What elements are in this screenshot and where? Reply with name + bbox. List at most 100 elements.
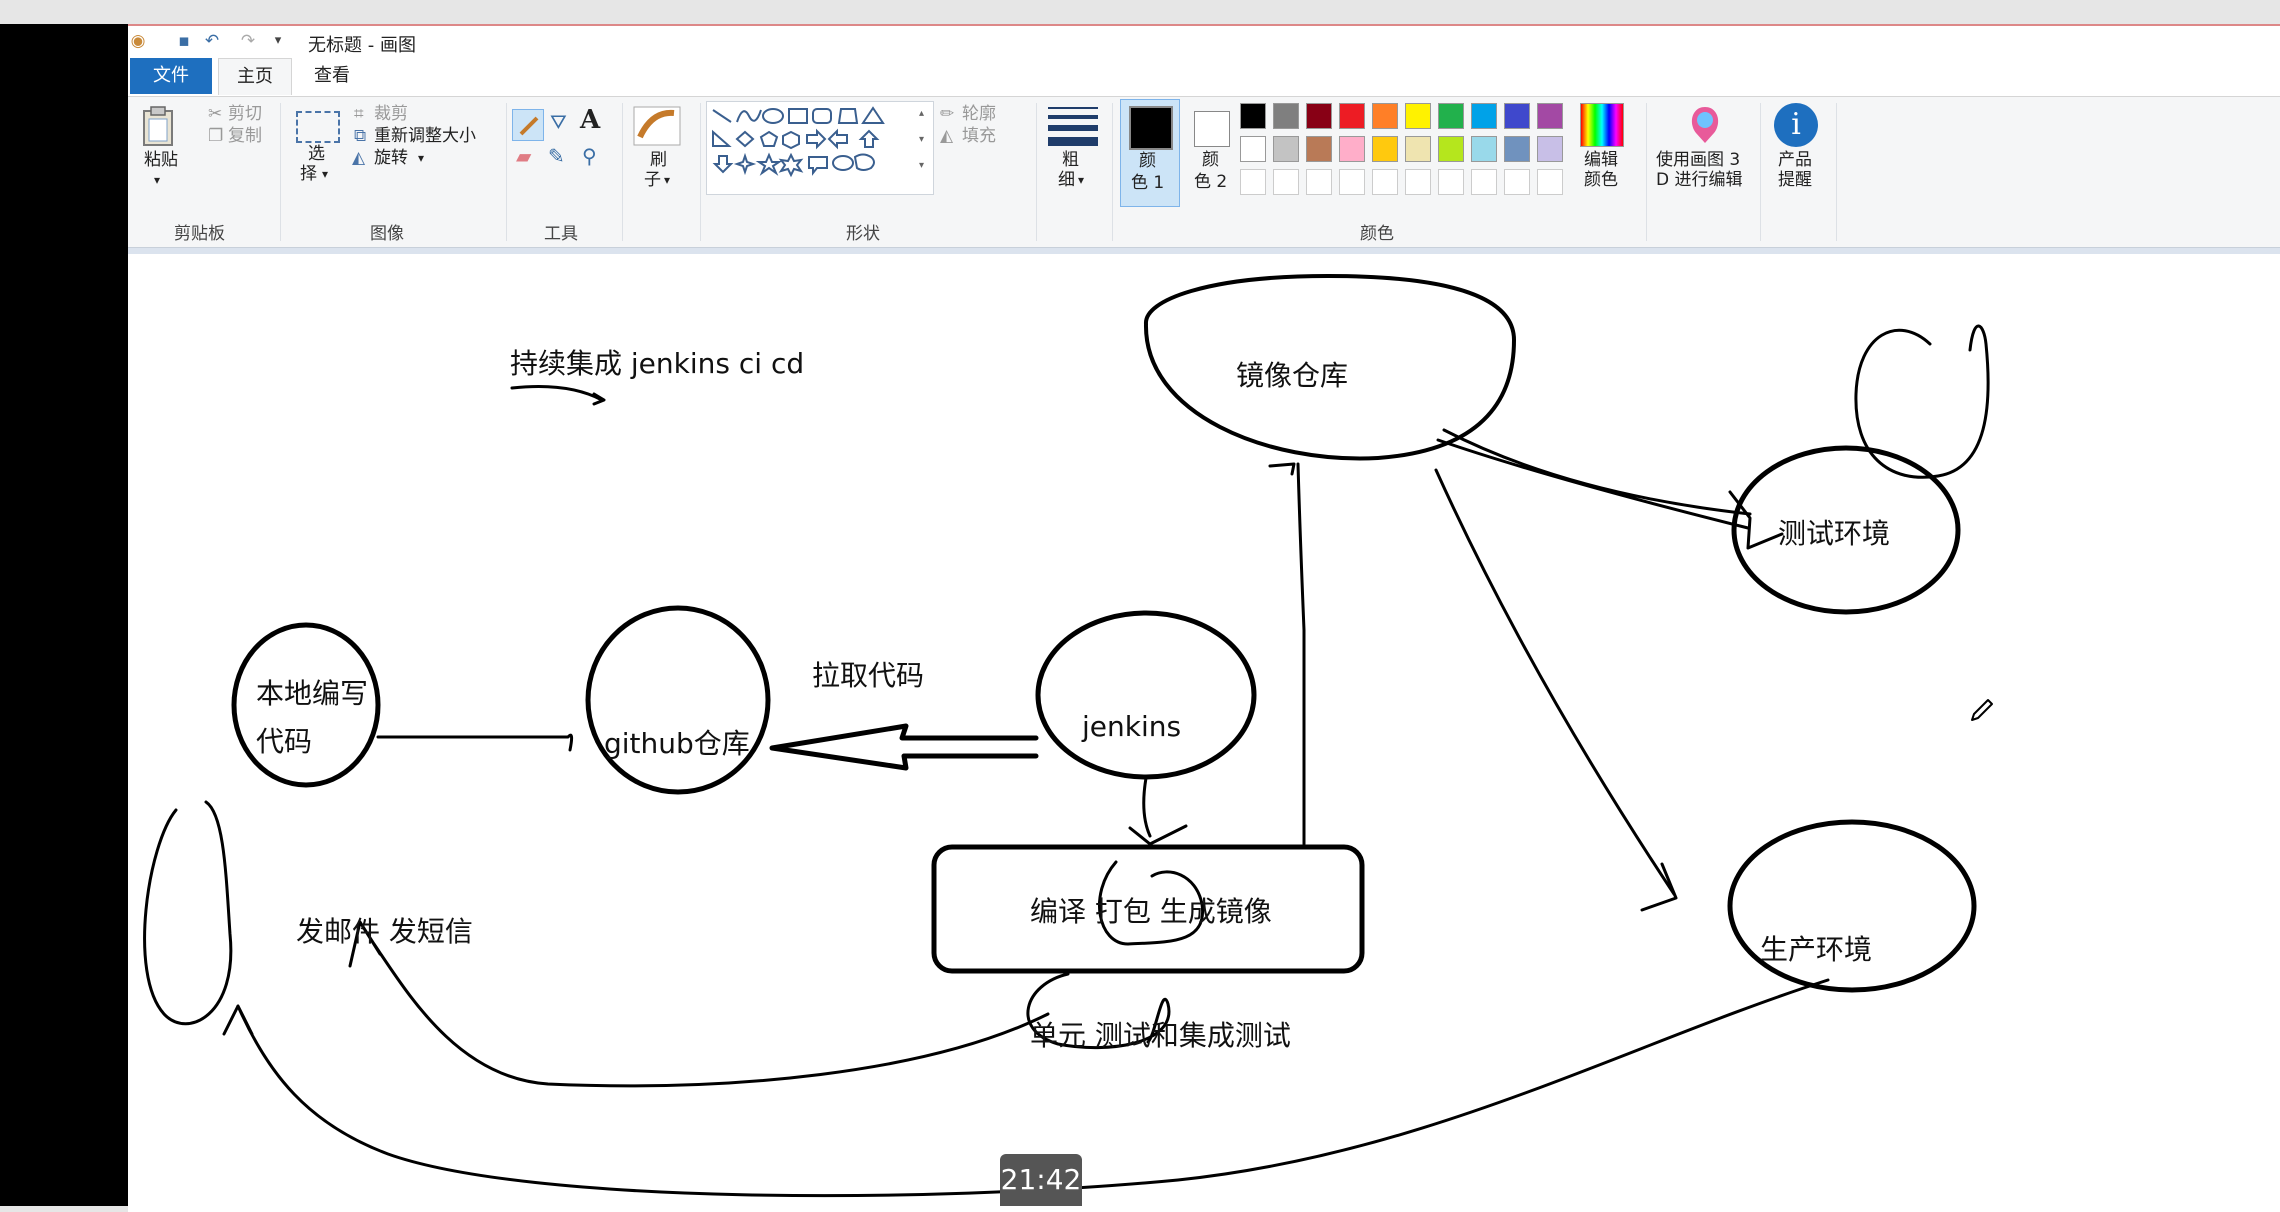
color-swatch[interactable]	[1273, 136, 1299, 162]
svg-text:▴: ▴	[919, 108, 924, 119]
crop-label[interactable]: 裁剪	[374, 104, 408, 124]
fill-icon[interactable]: ◭	[940, 126, 954, 146]
prod-env-label: 生产环境	[1760, 933, 1873, 966]
paint3d-icon[interactable]	[1684, 103, 1726, 147]
app-icon[interactable]: ◉	[130, 31, 146, 51]
undo-icon[interactable]: ↶	[204, 31, 220, 51]
color-swatch[interactable]	[1405, 136, 1431, 162]
color-swatch[interactable]	[1273, 169, 1299, 195]
group-separator	[1112, 103, 1113, 241]
info-icon[interactable]: i	[1774, 103, 1818, 147]
cut-label[interactable]: 剪切	[228, 104, 262, 124]
color-swatch[interactable]	[1240, 169, 1266, 195]
resize-label[interactable]: 重新调整大小	[374, 126, 476, 146]
size-dropdown-icon[interactable]: ▾	[1078, 173, 1085, 187]
paint3d-label-1[interactable]: 使用画图 3	[1656, 150, 1741, 170]
color-swatch[interactable]	[1537, 169, 1563, 195]
color-swatch[interactable]	[1240, 136, 1266, 162]
crop-icon[interactable]: ⌗	[354, 104, 364, 124]
pencil-tool-icon[interactable]	[512, 109, 544, 141]
rotate-icon[interactable]: ◭	[352, 148, 366, 168]
outline-icon[interactable]: ✏	[940, 104, 955, 124]
color-swatch[interactable]	[1372, 103, 1398, 129]
color-swatch[interactable]	[1306, 103, 1332, 129]
paste-icon[interactable]	[140, 105, 176, 147]
product-label-2[interactable]: 提醒	[1778, 170, 1812, 190]
text-tool-icon[interactable]: A	[580, 105, 601, 135]
color1-button[interactable]: 颜 色 1	[1120, 99, 1180, 207]
jenkins-label: jenkins	[1082, 710, 1182, 743]
magnifier-tool-icon[interactable]: ⚲	[582, 144, 597, 168]
eraser-tool-icon[interactable]: ▰	[516, 144, 532, 168]
select-label-2[interactable]: 择	[300, 164, 317, 184]
brushes-label-2[interactable]: 子	[644, 170, 661, 190]
color-picker-tool-icon[interactable]: ✎	[548, 144, 565, 168]
color-swatch[interactable]	[1438, 103, 1464, 129]
select-label-1[interactable]: 选	[308, 144, 325, 164]
color-swatch[interactable]	[1504, 136, 1530, 162]
color-swatch[interactable]	[1504, 103, 1530, 129]
color-palette[interactable]	[1240, 103, 1570, 207]
tab-file[interactable]: 文件	[130, 58, 212, 94]
size-label-1[interactable]: 粗	[1062, 150, 1079, 170]
paint3d-label-2[interactable]: D 进行编辑	[1656, 170, 1743, 190]
color-swatch[interactable]	[1438, 169, 1464, 195]
color-swatch[interactable]	[1339, 169, 1365, 195]
edit-colors-label-1[interactable]: 编辑	[1584, 150, 1618, 170]
color-swatch[interactable]	[1471, 169, 1497, 195]
copy-label[interactable]: 复制	[228, 126, 262, 146]
unit-test-to-notify	[348, 920, 1050, 1088]
brushes-dropdown-icon[interactable]: ▾	[664, 173, 671, 187]
size-label-2[interactable]: 细	[1058, 170, 1075, 190]
color-swatch[interactable]	[1537, 136, 1563, 162]
color-swatch[interactable]	[1537, 103, 1563, 129]
cut-icon[interactable]: ✂	[208, 104, 223, 124]
image-group-label: 图像	[370, 224, 404, 244]
color2-button[interactable]: 颜 色 2	[1186, 99, 1244, 205]
fill-label[interactable]: 填充	[962, 126, 996, 146]
shapes-icons[interactable]: ▴ ▾ ▾	[707, 102, 933, 194]
size-icon[interactable]	[1048, 103, 1098, 149]
paste-label[interactable]: 粘贴	[144, 150, 178, 170]
color-swatch[interactable]	[1306, 136, 1332, 162]
color-swatch[interactable]	[1471, 136, 1497, 162]
color-swatch[interactable]	[1372, 169, 1398, 195]
left-black-bar	[0, 24, 128, 1206]
rotate-dropdown-icon[interactable]: ▾	[418, 151, 425, 165]
color-swatch[interactable]	[1471, 103, 1497, 129]
fill-tool-icon[interactable]: ⛛	[550, 110, 567, 134]
color-swatch[interactable]	[1405, 169, 1431, 195]
color-swatch[interactable]	[1504, 169, 1530, 195]
edit-colors-icon[interactable]	[1580, 103, 1624, 147]
edit-colors-label-2[interactable]: 颜色	[1584, 170, 1618, 190]
color-swatch[interactable]	[1405, 103, 1431, 129]
save-icon[interactable]: ▪	[178, 31, 190, 51]
color-swatch[interactable]	[1372, 136, 1398, 162]
select-icon[interactable]	[296, 111, 340, 143]
rotate-label[interactable]: 旋转	[374, 148, 408, 168]
group-separator	[700, 103, 701, 241]
color-swatch[interactable]	[1306, 169, 1332, 195]
color-swatch[interactable]	[1339, 136, 1365, 162]
outline-label[interactable]: 轮廓	[962, 104, 996, 124]
local-to-github-line	[376, 733, 574, 752]
color-swatch[interactable]	[1339, 103, 1365, 129]
resize-icon[interactable]: ⧉	[354, 126, 367, 146]
shapes-gallery[interactable]: ▴ ▾ ▾	[706, 101, 934, 195]
redo-icon[interactable]: ↷	[240, 31, 256, 51]
customize-icon[interactable]: ▾	[274, 33, 282, 48]
paste-dropdown-icon[interactable]: ▾	[154, 173, 161, 187]
brushes-label-1[interactable]: 刷	[650, 150, 667, 170]
product-label-1[interactable]: 产品	[1778, 150, 1812, 170]
color-swatch[interactable]	[1273, 103, 1299, 129]
copy-icon[interactable]: ❐	[208, 126, 224, 146]
brush-icon[interactable]	[632, 105, 682, 147]
select-dropdown-icon[interactable]: ▾	[322, 167, 329, 181]
drawing-canvas[interactable]: 持续集成 jenkins ci cd 本地编写 代码 github仓库 拉取代码…	[128, 248, 2280, 1212]
tab-home[interactable]: 主页	[218, 58, 292, 95]
tab-view[interactable]: 查看	[314, 65, 350, 86]
video-time-badge: 21:42	[1000, 1154, 1082, 1206]
color-swatch[interactable]	[1438, 136, 1464, 162]
color-swatch[interactable]	[1240, 103, 1266, 129]
group-separator	[1836, 103, 1837, 241]
